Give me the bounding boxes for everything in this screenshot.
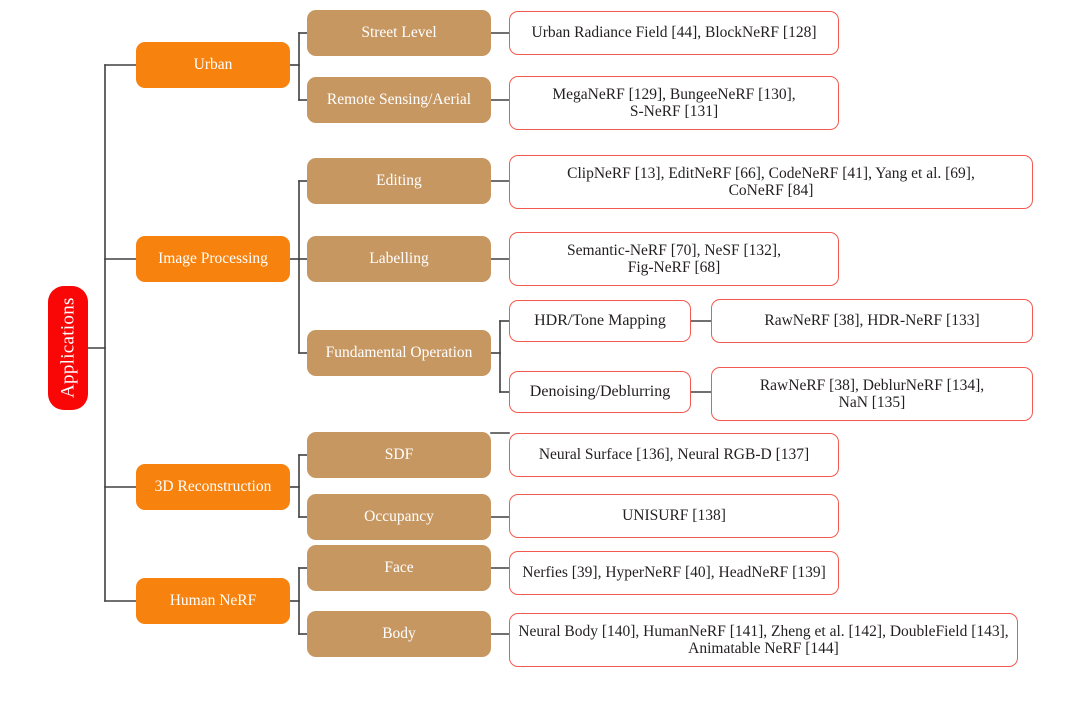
leaf-text: RawNeRF [38], DeblurNeRF [134],NaN [135] (760, 377, 984, 412)
leaf-node-street-level-methods[interactable]: Urban Radiance Field [44], BlockNeRF [12… (509, 11, 839, 55)
leaf-node-editing-methods[interactable]: ClipNeRF [13], EditNeRF [66], CodeNeRF [… (509, 155, 1033, 209)
subcategory-node-sdf[interactable]: SDF (307, 432, 491, 478)
category-label-image-processing: Image Processing (158, 250, 268, 268)
category-node-urban[interactable]: Urban (136, 42, 290, 88)
leaf-text: Neural Surface [136], Neural RGB-D [137] (539, 446, 809, 463)
leaf-text-line: Fig-NeRF [68] (627, 259, 721, 276)
leaf-text: Urban Radiance Field [44], BlockNeRF [12… (532, 24, 817, 41)
leaf-text-line: ClipNeRF [13], EditNeRF [66], CodeNeRF [… (567, 164, 975, 182)
subcategory-label-remote-sensing-aerial: Remote Sensing/Aerial (326, 91, 472, 109)
leaf-node-labelling-methods[interactable]: Semantic-NeRF [70], NeSF [132],Fig-NeRF … (509, 232, 839, 286)
subcategory-node-occupancy[interactable]: Occupancy (307, 494, 491, 540)
subcategory-label-street-level: Street Level (361, 24, 437, 42)
category-label-urban: Urban (193, 56, 233, 74)
leaf-text-line: RawNeRF [38], HDR-NeRF [133] (764, 312, 980, 330)
subcategory-node-remote-sensing-aerial[interactable]: Remote Sensing/Aerial (307, 77, 491, 123)
category-label-3d-reconstruction: 3D Reconstruction (154, 478, 272, 496)
leaf-text-line: MegaNeRF [129], BungeeNeRF [130], (552, 85, 796, 103)
leaf-text-line: Neural Body [140], HumanNeRF [141], Zhen… (518, 622, 1009, 640)
root-node-applications[interactable]: Applications (48, 286, 88, 410)
subcategory-node-street-level[interactable]: Street Level (307, 10, 491, 56)
subcategory-label-sdf: SDF (384, 446, 414, 464)
leaf-text-line: Semantic-NeRF [70], NeSF [132], (567, 241, 781, 259)
category-label-human-nerf: Human NeRF (169, 592, 257, 610)
leaf-text-line: Animatable NeRF [144] (688, 640, 839, 657)
leaf-node-denoising-methods[interactable]: RawNeRF [38], DeblurNeRF [134],NaN [135] (711, 367, 1033, 421)
leaf-text-line: Neural Surface [136], Neural RGB-D [137] (538, 446, 810, 464)
category-node-human-nerf[interactable]: Human NeRF (136, 578, 290, 624)
leaf-text: Neural Body [140], HumanNeRF [141], Zhen… (518, 623, 1008, 658)
subcategory-node-editing[interactable]: Editing (307, 158, 491, 204)
subcategory-label-body: Body (382, 625, 416, 643)
leaf-node-remote-sensing-methods[interactable]: MegaNeRF [129], BungeeNeRF [130],S-NeRF … (509, 76, 839, 130)
leaf-text: MegaNeRF [129], BungeeNeRF [130],S-NeRF … (552, 86, 795, 121)
subcategory-label-editing: Editing (376, 172, 422, 190)
operation-node-denoising-deblurring[interactable]: Denoising/Deblurring (509, 371, 691, 413)
leaf-text: UNISURF [138] (622, 507, 726, 524)
leaf-text-line: S-NeRF [131] (629, 103, 719, 120)
leaf-text: Nerfies [39], HyperNeRF [40], HeadNeRF [… (522, 564, 825, 581)
leaf-text: ClipNeRF [13], EditNeRF [66], CodeNeRF [… (567, 165, 975, 200)
subcategory-label-labelling: Labelling (369, 250, 429, 268)
leaf-node-face-methods[interactable]: Nerfies [39], HyperNeRF [40], HeadNeRF [… (509, 551, 839, 595)
subcategory-label-occupancy: Occupancy (364, 508, 434, 526)
operation-node-hdr-tone-mapping[interactable]: HDR/Tone Mapping (509, 300, 691, 342)
category-node-3d-reconstruction[interactable]: 3D Reconstruction (136, 464, 290, 510)
operation-label-denoising-deblurring: Denoising/Deblurring (529, 383, 671, 401)
subcategory-node-fundamental-operation[interactable]: Fundamental Operation (307, 330, 491, 376)
root-node-label: Applications (57, 297, 79, 399)
subcategory-label-face: Face (384, 559, 414, 577)
leaf-text-line: Urban Radiance Field [44], BlockNeRF [12… (531, 24, 817, 42)
subcategory-node-labelling[interactable]: Labelling (307, 236, 491, 282)
leaf-text-line: NaN [135] (838, 394, 906, 411)
leaf-node-sdf-methods[interactable]: Neural Surface [136], Neural RGB-D [137] (509, 433, 839, 477)
leaf-text-line: UNISURF [138] (622, 507, 726, 525)
leaf-node-occupancy-methods[interactable]: UNISURF [138] (509, 494, 839, 538)
leaf-node-hdr-methods[interactable]: RawNeRF [38], HDR-NeRF [133] (711, 299, 1033, 343)
subcategory-label-fundamental-operation: Fundamental Operation (325, 344, 473, 362)
leaf-text-line: RawNeRF [38], DeblurNeRF [134], (759, 376, 985, 394)
leaf-text: Semantic-NeRF [70], NeSF [132],Fig-NeRF … (567, 242, 781, 277)
category-node-image-processing[interactable]: Image Processing (136, 236, 290, 282)
leaf-text-line: Nerfies [39], HyperNeRF [40], HeadNeRF [… (522, 564, 826, 582)
subcategory-node-body[interactable]: Body (307, 611, 491, 657)
subcategory-node-face[interactable]: Face (307, 545, 491, 591)
leaf-text-line: CoNeRF [84] (728, 182, 814, 199)
operation-label-hdr-tone-mapping: HDR/Tone Mapping (534, 312, 666, 330)
leaf-node-body-methods[interactable]: Neural Body [140], HumanNeRF [141], Zhen… (509, 613, 1018, 667)
leaf-text: RawNeRF [38], HDR-NeRF [133] (764, 312, 979, 329)
